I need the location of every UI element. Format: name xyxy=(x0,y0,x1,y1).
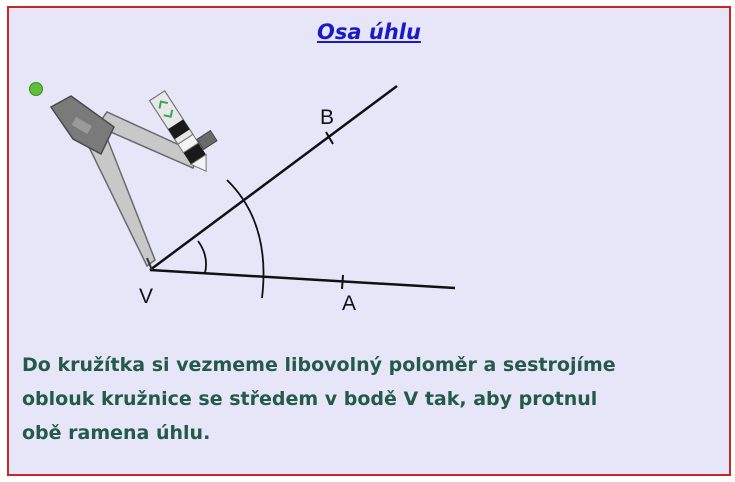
compass-needle-tip xyxy=(146,257,153,271)
angle-construction-figure: V A B xyxy=(29,82,456,315)
compass-hinge-plate xyxy=(71,117,92,134)
ray-vb xyxy=(149,84,398,272)
label-vertex: V xyxy=(139,285,153,308)
tick-a xyxy=(341,274,344,290)
pencil-arrows-icon xyxy=(158,100,174,118)
page-title: Osa úhlu xyxy=(317,20,421,44)
compass-clamp xyxy=(196,129,218,151)
ray-va xyxy=(149,268,456,290)
compass-pencil xyxy=(148,90,207,172)
compass-icon[interactable] xyxy=(49,90,218,271)
label-b: B xyxy=(320,106,334,129)
tick-b xyxy=(325,131,334,145)
angle-arc xyxy=(197,240,207,274)
label-a: A xyxy=(342,292,356,315)
drag-handle-icon[interactable] xyxy=(29,82,43,96)
compass-needle-leg xyxy=(85,137,156,268)
construction-arc xyxy=(226,179,265,299)
slide: Osa úhlu V A B xyxy=(7,6,731,476)
instruction-text: Do kružítka si vezmeme libovolný poloměr… xyxy=(22,354,616,444)
